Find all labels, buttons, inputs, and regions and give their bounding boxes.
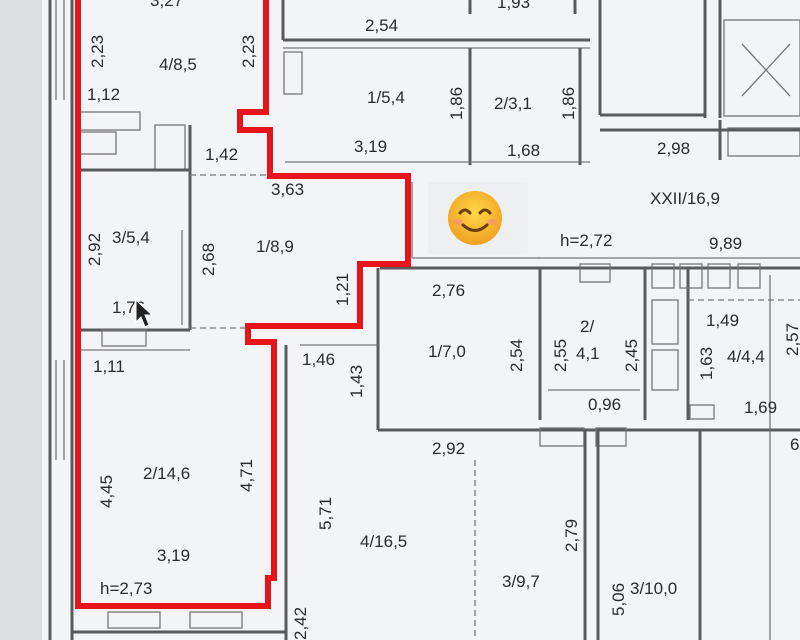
dimension-label: 3,19 — [157, 546, 190, 565]
dimension-label: 2,92 — [85, 233, 104, 266]
room-label: 2/14,6 — [143, 464, 190, 483]
room-label: 4/16,5 — [360, 532, 407, 551]
dimension-label: h=2,73 — [100, 579, 152, 598]
room-label: 3/9,7 — [502, 572, 540, 591]
exterior-wall-left — [48, 0, 74, 640]
dimension-label: 5,06 — [609, 583, 628, 616]
dimension-label: 1,46 — [302, 350, 335, 369]
dimension-label: 6 — [790, 435, 799, 454]
left-margin — [0, 0, 42, 640]
room-label: 4,1 — [576, 344, 600, 363]
room-label: 2/3,1 — [494, 94, 532, 113]
dimension-label: 9,89 — [709, 234, 742, 253]
room-label: 4/8,5 — [159, 55, 197, 74]
room-label: 1/8,9 — [256, 237, 294, 256]
dimension-label: 2,23 — [88, 35, 107, 68]
dimension-label: 2,23 — [239, 35, 258, 68]
dimension-label: 3,19 — [354, 137, 387, 156]
smiling-face-icon — [448, 191, 502, 245]
dimension-label: h=2,72 — [560, 231, 612, 250]
room-label: 4/4,4 — [727, 347, 765, 366]
dimension-label: 4,45 — [97, 475, 116, 508]
room-label: 3/5,4 — [112, 228, 150, 247]
dimension-label: 2,55 — [551, 339, 570, 372]
dimension-label: 2,76 — [432, 281, 465, 300]
mouse-cursor-icon — [135, 298, 154, 328]
dimension-label: 2,42 — [291, 607, 310, 640]
dimension-label: 5,71 — [316, 497, 335, 530]
dimension-label: 1,68 — [507, 141, 540, 160]
room-label: 3,27 — [150, 0, 183, 10]
dimension-label: 2,54 — [365, 16, 398, 35]
dimension-label: 1,69 — [744, 398, 777, 417]
room-label: 1/5,4 — [367, 88, 405, 107]
dimension-label: 1,42 — [205, 145, 238, 164]
dimension-label: 1,86 — [559, 87, 578, 120]
dimension-label: 2,92 — [432, 439, 465, 458]
dimension-label: 2,45 — [622, 339, 641, 372]
room-label: 2/ — [580, 317, 594, 336]
dimension-label: 2,79 — [562, 519, 581, 552]
dimension-label: 1,12 — [87, 85, 120, 104]
dimension-label: 1,43 — [347, 365, 366, 398]
dimension-label: 3,63 — [271, 180, 304, 199]
dimension-label: 1,49 — [706, 311, 739, 330]
dimension-label: 2,54 — [507, 339, 526, 372]
dimension-label: 2,68 — [199, 243, 218, 276]
dimension-label: 4,71 — [237, 459, 256, 492]
dimension-label: 1,21 — [333, 273, 352, 306]
dimension-label: 1,63 — [697, 347, 716, 380]
dimension-label: 0,96 — [588, 395, 621, 414]
dimension-label: 1,93 — [497, 0, 530, 12]
room-label: 1/7,0 — [428, 342, 466, 361]
dimension-label: 1,11 — [93, 357, 125, 376]
apartment-highlight-outline — [75, 0, 411, 609]
interior-walls — [72, 0, 800, 640]
dimension-label: 1,86 — [447, 87, 466, 120]
room-label: XXII/16,9 — [650, 189, 720, 208]
dimension-label: 2,57 — [783, 323, 800, 356]
room-label: 3/10,0 — [630, 579, 677, 598]
dimension-label: 2,98 — [657, 139, 690, 158]
